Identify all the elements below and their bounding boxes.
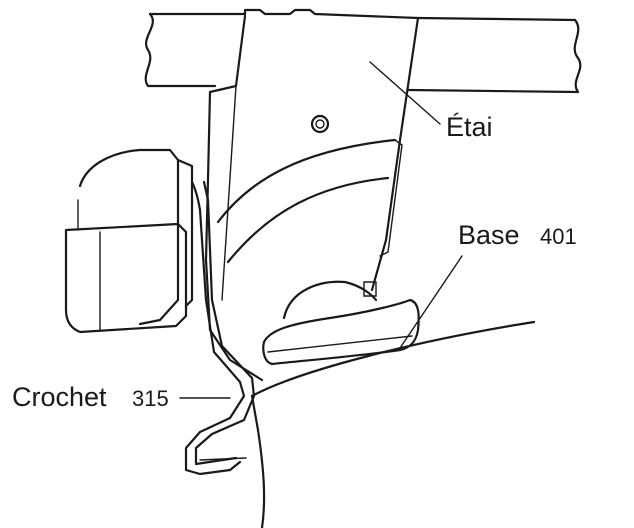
left-housing: [64, 148, 194, 334]
dashboard-surface: [250, 320, 536, 528]
etai-strut: [204, 14, 420, 382]
crochet-hook: [184, 180, 256, 476]
crochet-label: Crochet: [12, 382, 107, 412]
base-foot: [262, 280, 420, 366]
base-leader-line: [399, 255, 463, 349]
crochet-number-label: 315: [132, 386, 169, 411]
base-label: Base: [458, 220, 520, 250]
base-number-label: 401: [540, 224, 577, 249]
top-bar: [144, 8, 582, 94]
etai-leader-line: [369, 61, 441, 125]
etai-label: Étai: [446, 112, 493, 142]
